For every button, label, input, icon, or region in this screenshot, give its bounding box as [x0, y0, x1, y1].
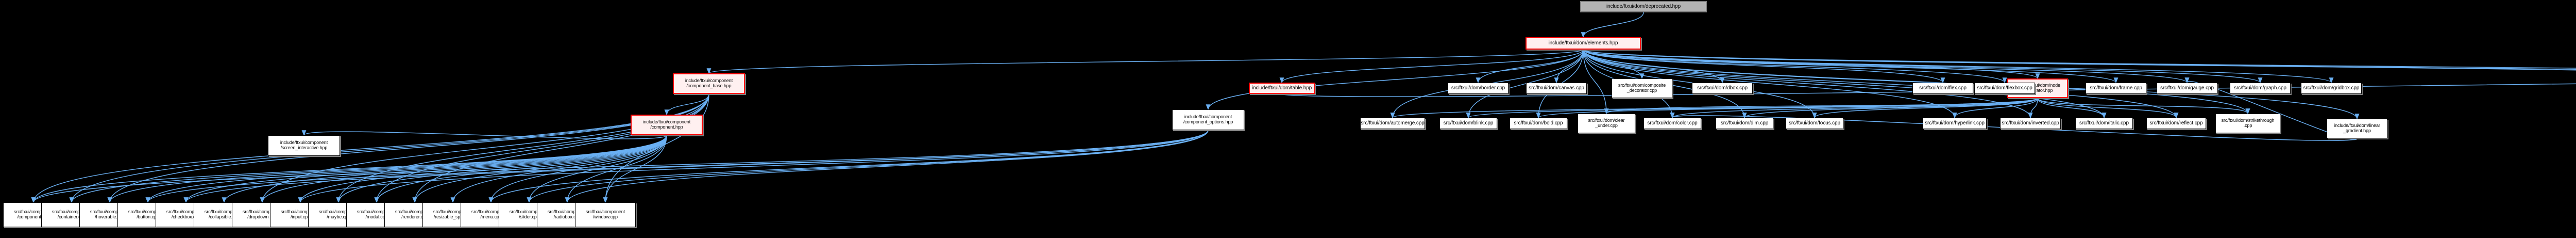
graph-edge: [1742, 98, 2038, 119]
graph-node[interactable]: include/ftxui/dom/elements.hpp: [1526, 37, 1641, 50]
graph-edge: [31, 135, 667, 203]
graph-node[interactable]: src/ftxui/dom/border.cpp: [1448, 83, 1509, 94]
graph-edge: [1583, 49, 1957, 119]
graph-edge: [2028, 98, 2038, 119]
graph-edge: [183, 135, 667, 203]
graph-node[interactable]: src/ftxui/dom/blink.cpp: [1439, 118, 1497, 129]
graph-edge: [31, 130, 1209, 203]
graph-edge: [1670, 98, 2038, 119]
graph-edge: [1583, 49, 2107, 119]
graph-node[interactable]: src/ftxui/dom/reflect.cpp: [2146, 118, 2206, 129]
graph-edge: [298, 135, 667, 203]
graph-edge: [222, 135, 667, 203]
graph-edge: [1583, 49, 2190, 84]
graph-edge: [707, 49, 1584, 74]
graph-node[interactable]: src/ftxui/dom/gauge.cpp: [2157, 83, 2217, 94]
graph-edge: [1583, 49, 2250, 115]
graph-edge: [1583, 49, 2007, 84]
graph-node[interactable]: src/ftxui/dom/clear _under.cpp: [1578, 114, 1635, 133]
graph-edge: [1279, 49, 1584, 84]
graph-edge: [1583, 49, 2576, 69]
graph-node[interactable]: include/ftxui/dom/table.hpp: [1249, 83, 1315, 94]
graph-edge: [412, 93, 709, 203]
graph-node[interactable]: include/ftxui/dom/deprecated.hpp: [1580, 1, 1707, 12]
graph-node[interactable]: src/ftxui/dom/composite _decorator.cpp: [1612, 78, 1672, 98]
graph-node[interactable]: src/ftxui/component /window.cpp: [575, 202, 636, 227]
graph-edge: [603, 93, 709, 203]
graph-node[interactable]: src/ftxui/dom/dbox.cpp: [1692, 83, 1753, 94]
graph-edge: [603, 135, 667, 203]
graph-node[interactable]: include/ftxui/component /component.hpp: [631, 115, 703, 135]
graph-node[interactable]: src/ftxui/dom/flex.cpp: [1912, 83, 1973, 94]
graph-node[interactable]: src/ftxui/dom/frame.cpp: [2086, 83, 2146, 94]
graph-edge: [1466, 98, 2038, 119]
graph-edge: [2037, 98, 2107, 119]
graph-edge: [1391, 98, 2038, 119]
graph-node[interactable]: src/ftxui/dom/italic.cpp: [2075, 118, 2133, 129]
graph-node[interactable]: src/ftxui/dom/bold.cpp: [1510, 118, 1567, 129]
graph-edge: [31, 93, 709, 203]
graph-edge: [69, 135, 667, 203]
graph-edge: [565, 130, 1209, 203]
graph-node[interactable]: src/ftxui/dom/graph.cpp: [2230, 83, 2291, 94]
graph-edge: [107, 93, 709, 203]
graph-edge: [1604, 98, 2038, 115]
graph-edge: [1583, 49, 2179, 119]
graph-edge: [183, 130, 1209, 203]
graph-edge: [1583, 49, 2263, 84]
graph-edge: [1812, 98, 2038, 119]
graph-node[interactable]: src/ftxui/dom/hyperlink.cpp: [1923, 118, 1987, 129]
graph-edge: [1583, 49, 2576, 71]
graph-node[interactable]: include/ftxui/component /screen_interact…: [268, 135, 340, 156]
graph-edge: [2037, 98, 2250, 115]
graph-edge: [1583, 49, 1945, 84]
graph-node[interactable]: src/ftxui/dom/color.cpp: [1643, 118, 1701, 129]
graph-node[interactable]: src/ftxui/dom/dim.cpp: [1716, 118, 1773, 129]
graph-node[interactable]: src/ftxui/dom/gridbox.cpp: [2301, 83, 2362, 94]
graph-edge: [1952, 98, 2038, 119]
graph-edge: [1206, 49, 1584, 110]
graph-edge: [1583, 49, 2119, 84]
graph-edge: [527, 130, 1209, 203]
graph-edge: [1583, 49, 2334, 84]
graph-node[interactable]: src/ftxui/dom/focus.cpp: [1786, 118, 1843, 129]
graph-node[interactable]: src/ftxui/dom/canvas.cpp: [1526, 83, 1587, 94]
graph-edge: [2184, 77, 2358, 140]
graph-edge: [2037, 98, 2179, 119]
graph-edge: [450, 135, 667, 203]
graph-edge: [1466, 49, 1584, 119]
graph-edge: [298, 130, 1209, 203]
graph-node[interactable]: include/ftxui/component /component_base.…: [673, 73, 745, 94]
graph-edge: [1476, 49, 1584, 84]
graph-node[interactable]: src/ftxui/dom/inverted.cpp: [2000, 118, 2061, 129]
graph-node[interactable]: include/ftxui/component /component_optio…: [1172, 109, 1244, 130]
graph-edge: [145, 135, 667, 203]
graph-edge: [488, 130, 1209, 203]
graph-edge: [1583, 49, 1609, 115]
graph-node[interactable]: src/ftxui/dom/automerge.cpp: [1360, 118, 1425, 129]
graph-node[interactable]: src/ftxui/dom/strikethrough .cpp: [2215, 114, 2280, 133]
graph-edge: [664, 93, 709, 116]
graph-edge: [1583, 49, 2576, 70]
graph-node[interactable]: include/ftxui/dom/linear _gradient.hpp: [2327, 119, 2387, 138]
graph-edge: [107, 135, 667, 203]
graph-edge: [260, 135, 667, 203]
graph-edge: [336, 135, 667, 203]
graph-edge: [1581, 12, 1644, 38]
graph-node[interactable]: src/ftxui/dom/flexbox.cpp: [1974, 83, 2035, 94]
graph-edge: [301, 130, 667, 139]
